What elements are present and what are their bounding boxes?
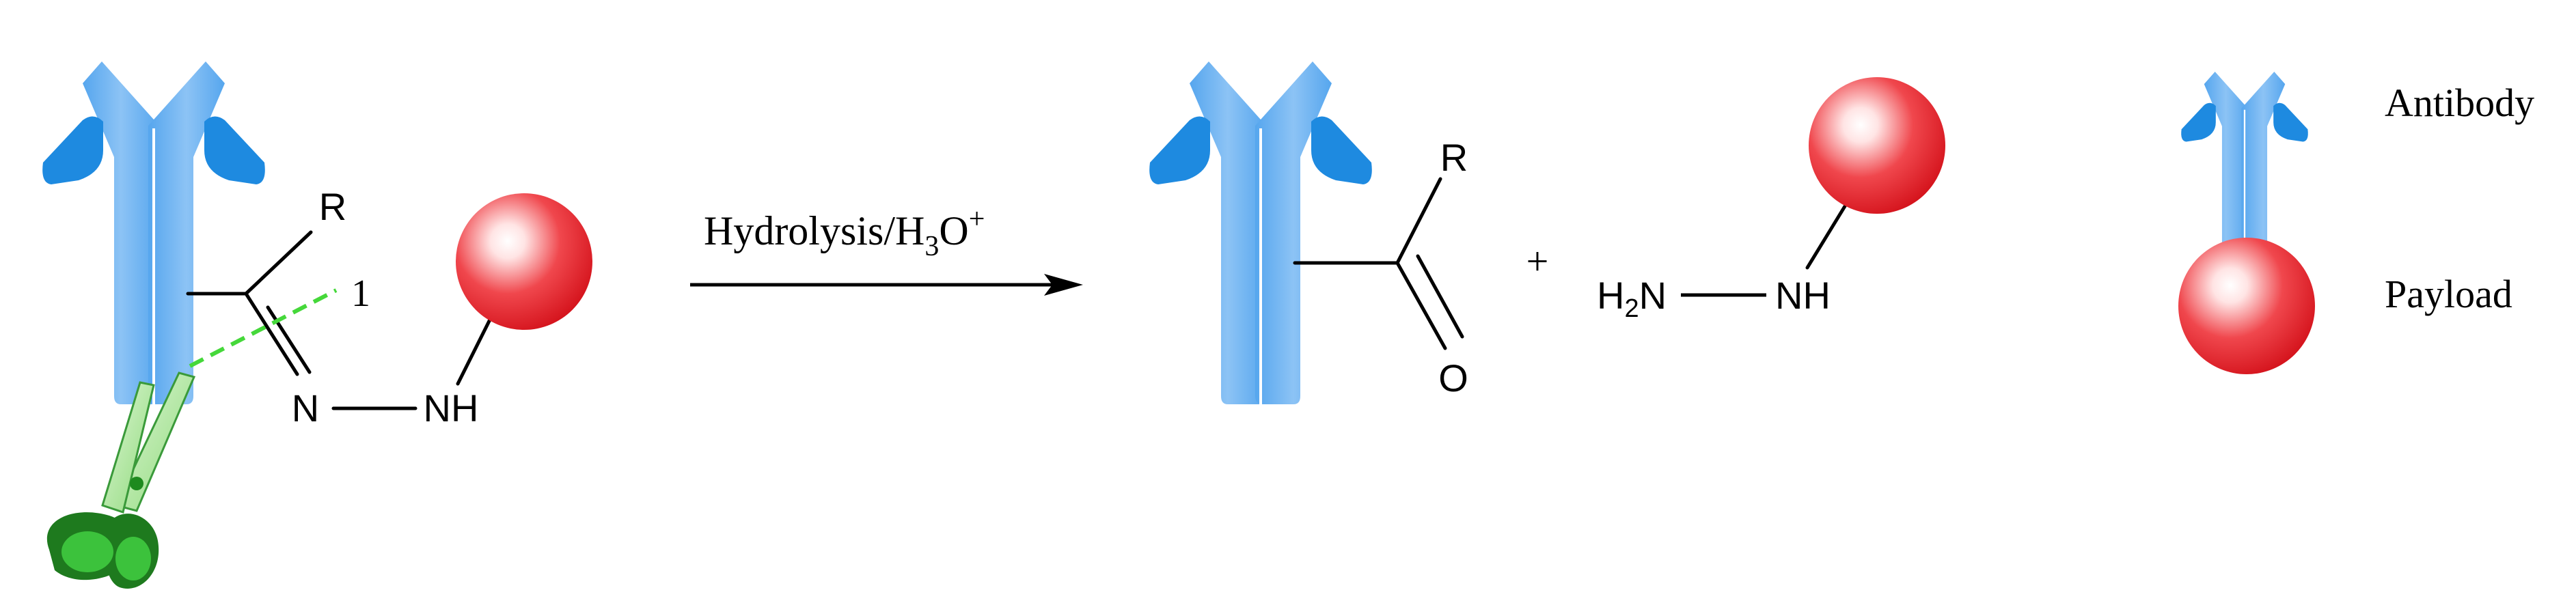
reactant-payload-icon [456, 193, 592, 330]
product-r-label: R [1440, 136, 1468, 179]
reactant-antibody-icon [41, 60, 266, 406]
scissors-icon [46, 371, 196, 589]
product-payload-icon [1809, 77, 1945, 214]
product-antibody-icon [1148, 60, 1373, 406]
product-ketone-bonds [1293, 177, 1464, 350]
reactant-n-label: N [292, 387, 319, 430]
reaction-arrow [690, 274, 1083, 296]
reaction-condition: Hydrolysis/H3O+ [704, 204, 985, 262]
plus-sign: + [1526, 239, 1549, 283]
legend-payload-icon [2178, 238, 2315, 374]
hydrazine-payload-bond [1805, 204, 1847, 270]
reactant-nh-label: NH [424, 387, 479, 430]
cleavage-line [189, 288, 338, 368]
legend-payload-label: Payload [2385, 272, 2512, 316]
legend-antibody-label: Antibody [2385, 81, 2534, 125]
product-o-label: O [1438, 356, 1468, 399]
reactant-r-label: R [319, 185, 346, 228]
product-nh-label: NH [1775, 274, 1831, 317]
cleavage-site-label: 1 [351, 272, 370, 315]
product-h2n-label: H2N [1597, 274, 1667, 323]
reactant-bonds [186, 230, 494, 410]
